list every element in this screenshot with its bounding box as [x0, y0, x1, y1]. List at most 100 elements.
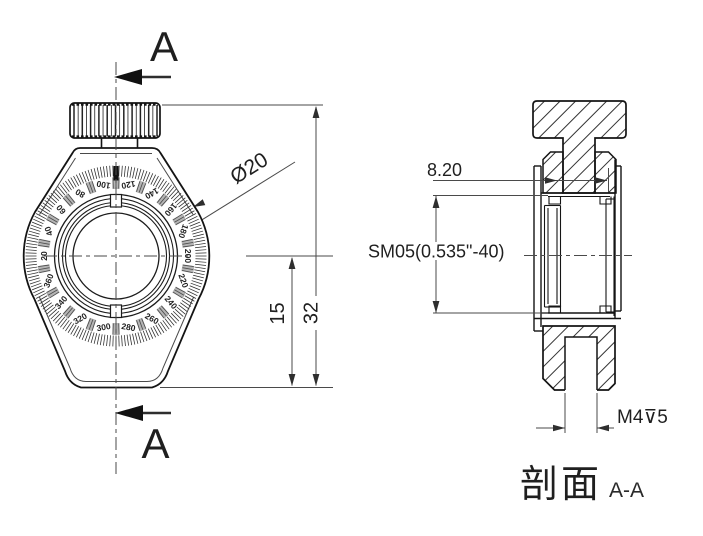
dial-fine-tick: [106, 335, 109, 347]
dial-fine-tick: [93, 168, 98, 179]
section-label-a-bottom: A: [141, 420, 169, 467]
dial-fine-tick: [26, 266, 38, 269]
dial-fine-tick: [28, 230, 40, 235]
dial-block-line: [47, 216, 58, 223]
dial-fine-tick: [166, 186, 175, 196]
dial-fine-tick: [87, 331, 92, 343]
dial-fine-tick: [84, 170, 90, 182]
dial-fine-tick: [42, 202, 52, 210]
dial-fine-tick: [90, 332, 95, 344]
dial-fine-tick: [172, 192, 182, 202]
dial-block-line: [161, 305, 170, 315]
thread-tab-bottom-left: [548, 305, 562, 313]
dial-fine-tick: [172, 310, 182, 320]
dial-label-120: 120: [120, 179, 136, 191]
arrow-15-bottom: [288, 374, 296, 386]
dial-fine-tick: [186, 292, 197, 299]
dial-fine-tick: [140, 331, 145, 343]
dial-fine-tick: [168, 314, 177, 324]
dial-fine-tick: [25, 249, 37, 251]
dial-label-100: 100: [95, 179, 111, 191]
dial-label-180: 180: [176, 223, 190, 240]
dim-32-label: 32: [301, 302, 323, 324]
dial-fine-tick: [176, 306, 186, 315]
dial-fine-tick: [109, 165, 111, 177]
section-arrow-bottom-head: [115, 405, 143, 421]
dial-block-line: [91, 181, 96, 192]
dial-fine-tick: [145, 171, 151, 183]
dial-fine-tick: [75, 174, 82, 185]
dial-label-220: 220: [176, 272, 190, 289]
dial-fine-tick: [73, 326, 80, 337]
dial-fine-tick: [157, 179, 165, 189]
dial-fine-tick: [193, 233, 204, 238]
dial-fine-tick: [152, 175, 159, 186]
arrow-32-top: [312, 106, 320, 118]
dial-fine-tick: [27, 272, 39, 276]
dial-fine-tick: [189, 221, 201, 227]
dial-fine-tick: [44, 304, 54, 313]
dial-fine-tick: [150, 174, 157, 185]
dial-fine-tick: [191, 227, 203, 232]
dial-fine-tick: [145, 329, 151, 341]
dial-fine-tick: [48, 308, 58, 317]
dial-block-line: [65, 195, 73, 205]
dial-fine-tick: [46, 306, 56, 315]
dial-block-line: [85, 318, 91, 329]
dial-fine-tick: [189, 285, 201, 291]
dial-fine-tick: [59, 318, 68, 328]
dial-label-280: 280: [121, 321, 137, 333]
dial-block-line: [38, 245, 50, 248]
dial-fine-tick: [28, 274, 39, 279]
dial-fine-tick: [187, 290, 198, 297]
dial-block-line: [85, 183, 91, 194]
dial-fine-tick: [140, 169, 145, 181]
dial-fine-tick: [194, 239, 206, 243]
dial-fine-tick: [123, 165, 126, 177]
dial-block-line: [182, 241, 194, 245]
dial-fine-tick: [180, 302, 190, 310]
section-arrow-top-head: [114, 69, 142, 85]
dim-15-label: 15: [267, 302, 289, 324]
arrow-sm05-bottom: [432, 301, 440, 313]
dial-fine-tick: [147, 173, 154, 184]
dial-fine-tick: [33, 218, 44, 225]
dial-block-line: [91, 320, 96, 331]
dial-fine-tick: [180, 202, 190, 210]
dial-block-line: [174, 216, 185, 223]
dial-block-line: [174, 289, 185, 296]
dial-fine-tick: [178, 199, 188, 208]
dial-fine-tick: [26, 243, 38, 246]
dial-fine-tick: [52, 190, 62, 200]
dial-block-line: [172, 213, 183, 221]
dial-fine-tick: [134, 168, 139, 179]
caption: 剖面 A-A: [520, 462, 644, 506]
dial-fine-tick: [34, 215, 45, 222]
dial-fine-tick: [162, 182, 170, 192]
dial-fine-tick: [26, 269, 38, 273]
dial-fine-tick: [194, 269, 206, 273]
dial-block-line: [67, 193, 76, 203]
dial-fine-tick: [52, 312, 62, 322]
dial-fine-tick: [134, 333, 139, 344]
dial-fine-tick: [31, 221, 43, 227]
dial-fine-tick: [70, 177, 77, 188]
dial-fine-tick: [174, 308, 184, 317]
dial-fine-tick: [35, 292, 46, 299]
dial-fine-tick: [193, 272, 205, 276]
dial-fine-tick: [93, 333, 98, 344]
dial-fine-tick: [191, 280, 203, 285]
dial-fine-tick: [170, 312, 180, 322]
dial-fine-tick: [39, 297, 49, 305]
dial-fine-tick: [187, 215, 198, 222]
dial-fine-tick: [30, 224, 42, 230]
dial-fine-tick: [62, 320, 70, 330]
dial-fine-tick: [67, 179, 75, 189]
dial-fine-tick: [99, 166, 103, 178]
dial-fine-tick: [28, 277, 40, 282]
dial-fine-tick: [194, 243, 206, 246]
dial-fine-tick: [28, 233, 39, 238]
dial-label-80: 80: [73, 187, 86, 201]
arrow-sm05-top: [432, 196, 440, 208]
dial-fine-tick: [132, 333, 136, 345]
